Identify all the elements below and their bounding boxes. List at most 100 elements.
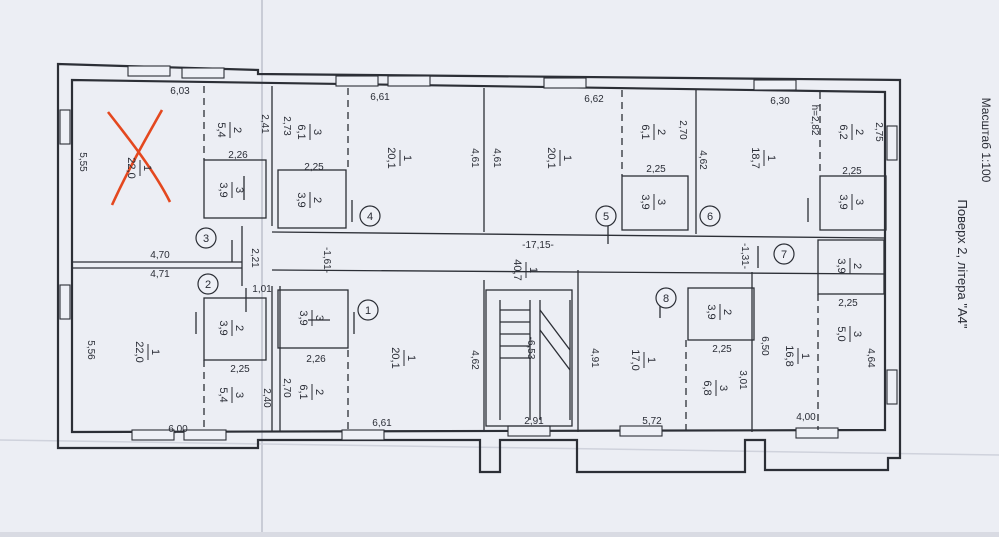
- svg-text:3: 3: [853, 199, 865, 205]
- svg-text:4,62: 4,62: [469, 350, 480, 370]
- unit-marker: 3: [195, 227, 217, 249]
- svg-text:6,61: 6,61: [372, 418, 392, 429]
- room-label: 2 6,1: [297, 384, 325, 400]
- room-label: 2 5,4: [215, 122, 243, 138]
- svg-text:2,25: 2,25: [646, 164, 666, 175]
- svg-text:2: 2: [231, 127, 243, 133]
- svg-text:4,61: 4,61: [469, 148, 480, 168]
- svg-text:4,00: 4,00: [796, 412, 816, 423]
- svg-text:3,9: 3,9: [835, 258, 847, 273]
- svg-text:6: 6: [707, 211, 713, 223]
- svg-text:6,62: 6,62: [584, 94, 604, 105]
- svg-text:h=2,82: h=2,82: [809, 105, 820, 136]
- svg-text:4: 4: [367, 211, 373, 223]
- room-label: 2 3,9: [835, 258, 863, 274]
- floor-caption: Поверх 2, літера "А4": [955, 200, 970, 329]
- svg-text:3: 3: [233, 187, 245, 193]
- svg-text:2: 2: [311, 197, 323, 203]
- svg-text:6,03: 6,03: [170, 86, 190, 97]
- svg-text:4,64: 4,64: [865, 348, 876, 368]
- svg-text:6,1: 6,1: [297, 384, 309, 399]
- partitions: [72, 86, 887, 432]
- unit-marker: 1: [357, 299, 379, 321]
- svg-text:3: 3: [655, 199, 667, 205]
- svg-text:1: 1: [799, 353, 811, 359]
- svg-text:5,55: 5,55: [77, 152, 88, 172]
- svg-text:7: 7: [781, 249, 787, 261]
- svg-text:3,01: 3,01: [737, 370, 748, 390]
- dimension-labels: 6,03 2,41 2,26 5,55 4,70 4,71 2,21 1,01 …: [77, 86, 884, 435]
- svg-text:2,21: 2,21: [249, 248, 260, 268]
- svg-text:2,26: 2,26: [306, 354, 326, 365]
- room-label: 2 6,1: [639, 124, 667, 140]
- svg-text:2,25: 2,25: [838, 298, 858, 309]
- svg-text:40,7: 40,7: [511, 259, 523, 280]
- svg-text:6,50: 6,50: [759, 336, 770, 356]
- svg-text:3,9: 3,9: [217, 320, 229, 335]
- svg-text:6,1: 6,1: [639, 124, 651, 139]
- svg-text:4,62: 4,62: [697, 150, 708, 170]
- svg-text:20,1: 20,1: [385, 147, 397, 168]
- staircase: [499, 300, 571, 420]
- red-cross-mark: [106, 109, 172, 206]
- svg-text:1: 1: [405, 355, 417, 361]
- svg-text:16,8: 16,8: [783, 345, 795, 366]
- svg-text:1: 1: [561, 155, 573, 161]
- svg-text:2: 2: [655, 129, 667, 135]
- room-label: 3 5,0: [835, 326, 863, 342]
- room-label: 1 17,0: [629, 349, 657, 370]
- svg-text:2: 2: [205, 279, 211, 291]
- svg-text:5: 5: [603, 211, 609, 223]
- svg-text:6,8: 6,8: [701, 380, 713, 395]
- room-label: 1 16,8: [783, 345, 811, 366]
- svg-text:3,9: 3,9: [217, 182, 229, 197]
- room-label: 3 3,9: [639, 194, 667, 210]
- unit-marker: 8: [655, 287, 677, 309]
- svg-text:3: 3: [313, 315, 325, 321]
- room-label: 3 3,9: [217, 182, 245, 198]
- unit-marker: 5: [595, 205, 617, 227]
- svg-text:2: 2: [851, 263, 863, 269]
- room-label: 1 20,1: [545, 147, 573, 168]
- svg-text:6,00: 6,00: [168, 424, 188, 435]
- svg-text:6,30: 6,30: [770, 96, 790, 107]
- svg-text:1: 1: [141, 165, 153, 171]
- unit-marker: 4: [359, 205, 381, 227]
- svg-text:20,1: 20,1: [389, 347, 401, 368]
- svg-text:5,72: 5,72: [642, 416, 662, 427]
- room-label: 1 20,1: [389, 347, 417, 368]
- svg-text:20,1: 20,1: [545, 147, 557, 168]
- room-label: 3 6,8: [701, 380, 729, 396]
- svg-text:22,0: 22,0: [125, 157, 137, 178]
- svg-text:3: 3: [717, 385, 729, 391]
- svg-text:2,25: 2,25: [230, 364, 250, 375]
- room-label: 3 5,4: [217, 387, 245, 403]
- svg-text:4,91: 4,91: [589, 348, 600, 368]
- svg-text:2: 2: [853, 129, 865, 135]
- svg-text:-1,61-: -1,61-: [321, 247, 332, 273]
- svg-text:5,4: 5,4: [217, 387, 229, 402]
- room-label: 1 22,0: [125, 157, 153, 178]
- svg-text:2,73: 2,73: [281, 116, 292, 136]
- svg-text:3,9: 3,9: [297, 310, 309, 325]
- svg-text:3,9: 3,9: [295, 192, 307, 207]
- svg-text:3: 3: [203, 233, 209, 245]
- unit-markers: 1 2 3 4 5 6 7 8: [195, 205, 795, 321]
- svg-text:22,0: 22,0: [133, 341, 145, 362]
- svg-text:8: 8: [663, 293, 669, 305]
- room-label: 1 20,1: [385, 147, 413, 168]
- svg-text:2,26: 2,26: [228, 150, 248, 161]
- svg-text:-1,31-: -1,31-: [739, 243, 750, 269]
- svg-text:3: 3: [311, 129, 323, 135]
- svg-text:1: 1: [645, 357, 657, 363]
- svg-text:2,75: 2,75: [873, 122, 884, 142]
- svg-text:1: 1: [401, 155, 413, 161]
- svg-text:17,0: 17,0: [629, 349, 641, 370]
- svg-text:3,9: 3,9: [705, 304, 717, 319]
- room-label: 1 40,7: [511, 259, 539, 280]
- svg-text:1: 1: [365, 305, 371, 317]
- svg-text:3: 3: [851, 331, 863, 337]
- room-label: 1 22,0: [133, 341, 161, 362]
